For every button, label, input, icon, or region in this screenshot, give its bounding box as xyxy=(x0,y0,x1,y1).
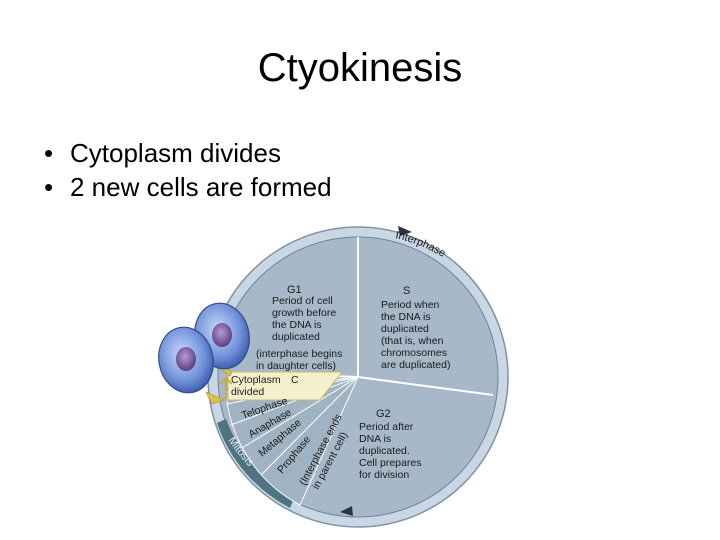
daughter-cells xyxy=(158,302,250,394)
g1-line: in daughter cells) xyxy=(256,360,336,372)
divider-s-g2 xyxy=(357,376,494,396)
g1-heading: G1 xyxy=(287,284,302,296)
s-line: chromosomes xyxy=(381,347,447,359)
g1-line: Period of cell xyxy=(272,295,333,307)
daughter-cell-front-nucleus xyxy=(176,347,196,371)
slide-title: Ctyokinesis xyxy=(257,46,463,90)
bullet-item: •Cytoplasm divides xyxy=(44,138,281,168)
bullet-text: 2 new cells are formed xyxy=(70,172,332,202)
s-line: (that is, when xyxy=(381,335,444,347)
g1-line: the DNA is xyxy=(272,319,322,331)
s-heading: S xyxy=(403,285,410,297)
cytoplasm-box xyxy=(227,371,344,401)
s-line: the DNA is xyxy=(381,311,431,323)
g1-line: (interphase begins xyxy=(256,348,342,360)
g1-line: growth before xyxy=(272,307,336,319)
g2-line: for division xyxy=(359,469,409,481)
g2-heading: G2 xyxy=(376,408,391,420)
arrow-inner xyxy=(219,376,233,402)
cytoplasm-line: Cytoplasm xyxy=(231,374,281,386)
ring-arrow-top xyxy=(398,226,412,236)
g2-line: Cell prepares xyxy=(359,457,421,469)
ring-arrow-bottom xyxy=(340,506,353,516)
bullet-list: •Cytoplasm divides •2 new cells are form… xyxy=(44,136,332,204)
g2-line: duplicated. xyxy=(359,445,410,457)
s-line: duplicated xyxy=(381,323,429,335)
s-line: Period when xyxy=(381,299,440,311)
g2-line: Period after xyxy=(359,421,414,433)
daughter-cell-back-nucleus xyxy=(212,323,232,347)
arrow-down-band xyxy=(205,391,225,405)
cytoplasm-letter: C xyxy=(291,374,299,386)
bullet-item: •2 new cells are formed xyxy=(44,172,332,202)
cytoplasm-line: divided xyxy=(231,386,264,398)
g2-line: DNA is xyxy=(359,433,391,445)
g1-line: duplicated xyxy=(272,331,320,343)
s-line: are duplicated) xyxy=(381,359,450,371)
bullet-text: Cytoplasm divides xyxy=(70,138,281,168)
